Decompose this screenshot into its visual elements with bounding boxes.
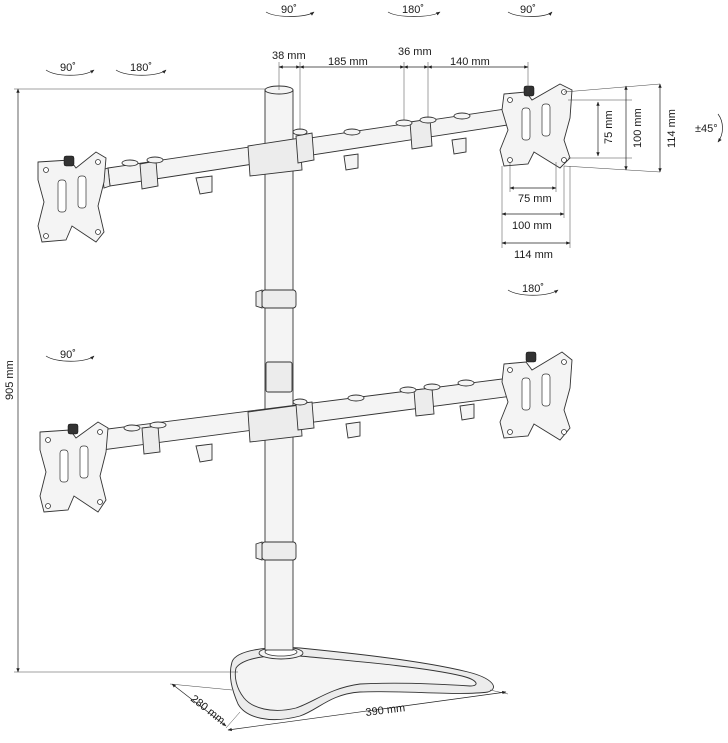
label-vesa-large-w: 114 mm [514,249,553,261]
label-base-width: 390 mm [365,702,406,719]
rotation-labels: 90˚ 180˚ 90˚ 90˚ 180˚ ±45° 180˚ 90˚ [60,4,718,361]
vesa-plate-top-left [37,151,107,243]
label-arm-end: 140 mm [450,56,490,68]
rotation-upper-left-a: 90˚ [60,62,76,74]
rotation-upper-left-b: 180˚ [130,62,152,74]
upper-arm-assembly [101,107,515,195]
rotation-top-center-mid: 180˚ [402,4,424,16]
label-total-height: 905 mm [4,360,16,400]
rotation-lower-right: 180˚ [522,283,544,295]
rotation-top-center-right: 90˚ [520,4,536,16]
rotation-tilt: ±45° [695,123,718,135]
label-pole-offset: 38 mm [272,50,306,62]
vesa-plate-top-right [499,83,573,169]
label-base-depth: 280 mm [188,693,227,727]
rotation-top-center-left: 90˚ [281,4,297,16]
pole [255,85,297,651]
label-vesa-medium-h: 100 mm [632,108,644,148]
vesa-plate-bottom-left [39,421,109,513]
vesa-plate-bottom-right [499,351,573,441]
dimension-lines [14,62,662,732]
label-vesa-small-w: 75 mm [518,193,552,205]
base [229,646,494,721]
label-arm-segment: 185 mm [328,56,368,68]
label-vesa-medium-w: 100 mm [512,220,552,232]
lower-arm-assembly [93,377,513,463]
rotation-lower-left: 90˚ [60,349,76,361]
rotation-arrows [45,11,723,362]
label-joint-width: 36 mm [398,46,432,58]
label-vesa-large-h: 114 mm [666,109,678,148]
label-vesa-small-h: 75 mm [603,110,615,144]
